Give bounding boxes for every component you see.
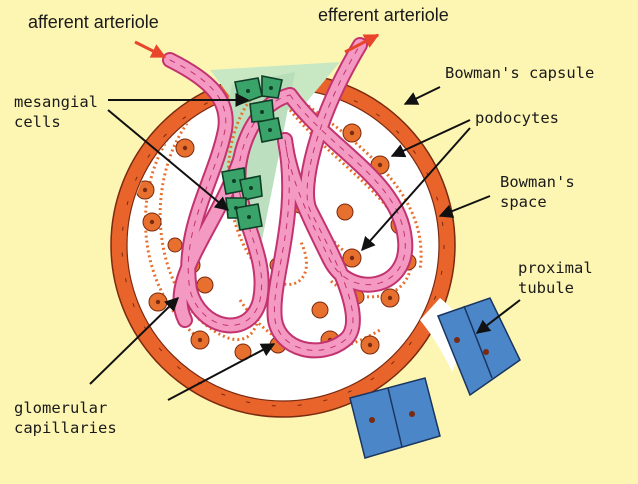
proximal-tubule — [349, 297, 521, 459]
tubule-leader — [475, 299, 521, 334]
podocyte-leader-2 — [361, 127, 471, 252]
efferent-arteriole-label: efferent arteriole — [318, 5, 449, 25]
mesangial-leader-2 — [107, 109, 230, 211]
afferent-flow-arrow — [134, 40, 167, 59]
bowmans-space-label: Bowman's space — [500, 173, 575, 211]
space-leader — [438, 195, 491, 218]
capsule-leader — [403, 86, 441, 105]
capillary-leader-1 — [89, 297, 180, 385]
podocytes-label: podocytes — [475, 109, 559, 127]
glomerular-capillaries-label: glomerular capillaries — [14, 399, 117, 437]
bowmans-capsule-label: Bowman's capsule — [445, 64, 595, 82]
leader-lines — [89, 86, 521, 401]
proximal-tubule-label: proximal tubule — [518, 259, 593, 297]
afferent-arteriole-label: afferent arteriole — [28, 12, 159, 32]
capillary-leader-2 — [167, 343, 276, 401]
mesangial-cells-label: mesangial cells — [14, 93, 98, 131]
podocyte-leader-1 — [390, 119, 471, 158]
efferent-flow-arrow — [344, 33, 380, 54]
